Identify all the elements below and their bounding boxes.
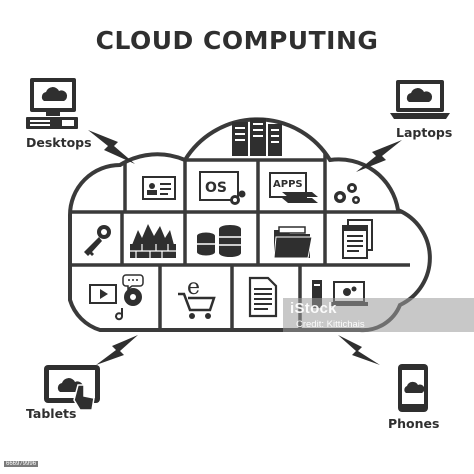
documents-icon xyxy=(342,219,373,259)
gears-icon xyxy=(334,183,360,204)
folder-icon xyxy=(273,226,313,259)
watermark-brand: iStock xyxy=(290,300,337,317)
lightning-icon xyxy=(356,140,402,172)
phones-label: Phones xyxy=(388,416,440,431)
ecommerce-cart-icon: e xyxy=(178,275,216,319)
server-icon xyxy=(232,118,282,156)
laptops-label: Laptops xyxy=(396,125,453,140)
svg-text:e: e xyxy=(187,275,200,300)
apps-label: APPS xyxy=(273,179,303,190)
id-card-icon xyxy=(142,176,176,200)
tablet-icon xyxy=(44,365,100,411)
apps-stack-icon: APPS xyxy=(269,172,318,203)
laptop-icon xyxy=(390,80,450,119)
desktops-label: Desktops xyxy=(26,135,92,150)
phone-icon xyxy=(398,364,428,412)
watermark-band xyxy=(283,298,474,332)
page-title: CLOUD COMPUTING xyxy=(95,26,379,55)
lightning-icons xyxy=(88,130,402,365)
lightning-icon xyxy=(96,335,138,365)
desktop-icon xyxy=(26,78,78,129)
key-icon xyxy=(84,225,111,256)
os-window-icon: OS xyxy=(199,171,246,205)
document-icon xyxy=(248,276,278,318)
lightning-icon xyxy=(338,335,380,365)
os-label: OS xyxy=(205,180,227,196)
media-icon xyxy=(89,274,144,321)
watermark-credit: Credit: Kittichais xyxy=(296,319,365,330)
stock-id: 666979996 xyxy=(4,461,39,467)
lightning-icon xyxy=(88,130,135,164)
database-icon xyxy=(197,225,241,257)
tablets-label: Tablets xyxy=(26,406,77,421)
firewall-icon xyxy=(130,224,176,258)
